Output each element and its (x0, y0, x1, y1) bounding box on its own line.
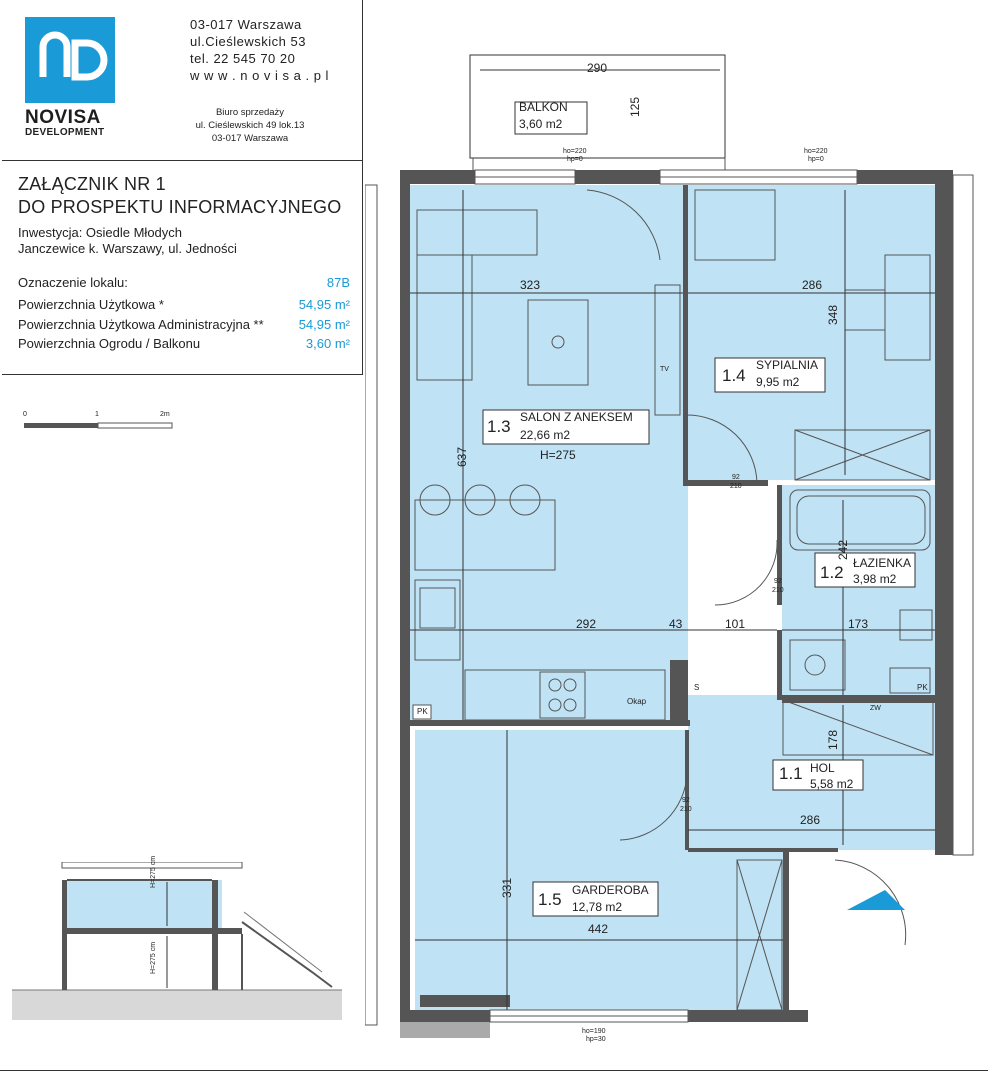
door-label: 210 (680, 806, 692, 813)
door-label: 92 (682, 797, 690, 804)
zw-label: ZW (870, 705, 881, 712)
dim-348: 348 (826, 304, 840, 325)
salon-area: 22,66 m2 (520, 428, 571, 442)
area-row-value: 54,95 m² (298, 317, 350, 332)
scale-bar (23, 410, 173, 430)
garderoba-name: GARDEROBA (572, 883, 649, 897)
brand-name: NOVISA (25, 107, 101, 128)
salon-name: SALON Z ANEKSEM (520, 410, 633, 424)
address-tel: tel. 22 545 70 20 (190, 51, 296, 66)
pk-label: PK (917, 683, 928, 692)
dim-173: 173 (848, 617, 869, 631)
address-street: ul.Cieślewskich 53 (190, 34, 306, 49)
dim-442: 442 (588, 922, 609, 936)
dim-292: 292 (576, 617, 597, 631)
area-row-label: Powierzchnia Użytkowa * (18, 297, 164, 312)
garderoba-area: 12,78 m2 (572, 900, 623, 914)
balkon-name: BALKON (519, 100, 568, 114)
dim-101: 101 (725, 617, 746, 631)
dim-323: 323 (520, 278, 541, 292)
door-label: 210 (730, 483, 742, 490)
socket-label: S (694, 683, 700, 692)
salon-number: 1.3 (487, 417, 511, 436)
lazienka-name: ŁAZIENKA (853, 556, 912, 570)
scale-tick-2: 2m (160, 411, 170, 418)
window-label: ho=220 (563, 148, 587, 155)
salon-height: H=275 (540, 448, 576, 462)
lazienka-number: 1.2 (820, 563, 844, 582)
scale-tick-1: 1 (95, 411, 99, 418)
hol-number: 1.1 (779, 764, 803, 783)
lazienka-area: 3,98 m2 (853, 572, 897, 586)
investment-location: Janczewice k. Warszawy, ul. Jedności (18, 241, 237, 256)
dim-242: 242 (836, 539, 850, 560)
tv-label: TV (660, 366, 669, 373)
dim-286b: 286 (800, 813, 821, 827)
dim-331: 331 (500, 877, 514, 898)
door-label: 92 (774, 578, 782, 585)
dim-178: 178 (826, 729, 840, 750)
building-section (12, 861, 342, 1022)
balkon-depth: 125 (628, 96, 642, 117)
okap-label: Okap (627, 697, 647, 706)
panel-bottom-line (2, 374, 363, 375)
window-label: hp=30 (586, 1036, 606, 1043)
window-label: hp=0 (567, 156, 583, 163)
balkon-width: 290 (587, 61, 608, 75)
hol-area: 5,58 m2 (810, 777, 854, 791)
unit-value: 87B (326, 275, 350, 290)
sypialnia-name: SYPIALNIA (756, 358, 819, 372)
area-row-value: 54,95 m² (298, 297, 350, 312)
office-line3: 03-017 Warszawa (211, 133, 289, 144)
dim-286: 286 (802, 278, 823, 292)
doc-title-1: ZAŁĄCZNIK NR 1 (18, 174, 166, 194)
doc-title-2: DO PROSPEKTU INFORMACYJNEGO (18, 197, 342, 217)
dim-637: 637 (455, 446, 469, 467)
floor-plan (364, 40, 985, 1070)
garderoba-number: 1.5 (538, 890, 562, 909)
sypialnia-area: 9,95 m2 (756, 375, 800, 389)
window-label: hp=0 (808, 156, 824, 163)
area-row-value: 3,60 m² (305, 336, 350, 351)
sypialnia-number: 1.4 (722, 366, 746, 385)
address-web: w w w . n o v i s a . p l (190, 68, 329, 83)
balkon-area: 3,60 m2 (519, 117, 563, 131)
panel-divider (362, 0, 363, 375)
novisa-logo (25, 17, 115, 103)
unit-label: Oznaczenie lokalu: (18, 275, 128, 290)
address-city: 03-017 Warszawa (190, 17, 302, 32)
investment-name: Inwestycja: Osiedle Młodych (18, 225, 183, 240)
scale-tick-0: 0 (23, 411, 27, 418)
window-label: ho=190 (582, 1028, 606, 1035)
office-line1: Biuro sprzedaży (215, 107, 285, 118)
door-label: 92 (732, 474, 740, 481)
pk-label: PK (417, 707, 428, 716)
brand-sub: DEVELOPMENT (25, 127, 105, 138)
door-label: 210 (772, 587, 784, 594)
dim-43: 43 (669, 617, 683, 631)
area-row-label: Powierzchnia Użytkowa Administracyjna ** (18, 317, 264, 332)
hol-name: HOL (810, 761, 835, 775)
panel-top-line (2, 160, 362, 161)
office-line2: ul. Cieślewskich 49 lok.13 (195, 120, 305, 131)
area-row-label: Powierzchnia Ogrodu / Balkonu (18, 336, 201, 351)
footer-line (0, 1070, 988, 1081)
window-label: ho=220 (804, 148, 828, 155)
section-height-2: H=275 cm (150, 941, 157, 974)
section-height-1: H=275 cm (150, 855, 157, 888)
